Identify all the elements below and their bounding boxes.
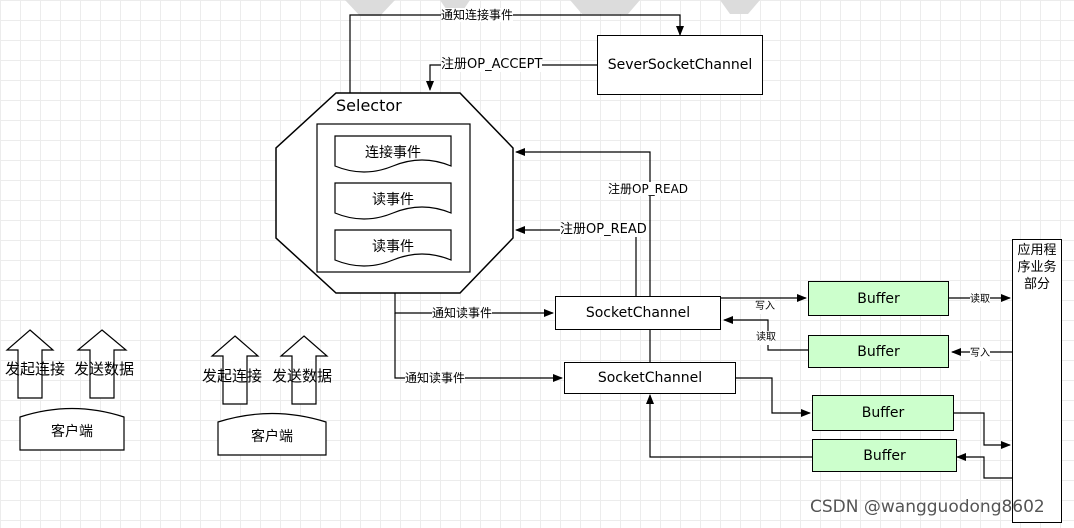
label-notify-read-2: 通知读事件 — [405, 371, 466, 385]
label-read-1: 读取 — [756, 331, 776, 345]
buffer-box-1: Buffer — [808, 281, 949, 316]
event-read-1: 读事件 — [372, 192, 414, 208]
buffer-box-2: Buffer — [808, 335, 949, 368]
client1-base — [19, 407, 125, 451]
buffer-box-3: Buffer — [812, 395, 954, 431]
register-read-line-1 — [515, 148, 651, 362]
client2-base — [217, 412, 327, 456]
client2-connect-label: 发起连接 — [202, 367, 263, 385]
sc2-to-buffer3-line — [736, 377, 811, 417]
buffer3-to-app-line — [954, 412, 1011, 449]
watermark: CSDN @wangguodong8602 — [810, 497, 1045, 517]
client1-connect-label: 发起连接 — [5, 360, 66, 378]
client1-connect-arrow — [5, 329, 55, 399]
label-register-read-1: 注册OP_READ — [608, 182, 689, 196]
label-register-accept: 注册OP_ACCEPT — [441, 57, 543, 72]
label-write-2: 写入 — [970, 347, 990, 361]
socket-channel-box-1: SocketChannel — [555, 296, 721, 330]
socket-channel-box-2: SocketChannel — [564, 362, 736, 394]
client1-name: 客户端 — [51, 424, 93, 440]
client1-send-arrow — [76, 329, 128, 399]
client2-send-label: 发送数据 — [272, 367, 333, 385]
client2-send-arrow — [279, 335, 329, 405]
register-read-line-2 — [515, 226, 637, 296]
event-connect: 连接事件 — [365, 145, 421, 161]
label-write-1: 写入 — [755, 300, 775, 314]
label-register-read-2: 注册OP_READ — [560, 222, 647, 237]
buffer-box-4: Buffer — [812, 439, 957, 472]
client2-connect-arrow — [210, 335, 260, 405]
label-notify-connect: 通知连接事件 — [441, 8, 514, 22]
notify-connect-line — [349, 14, 684, 93]
client2-name: 客户端 — [251, 429, 293, 445]
server-socket-channel-box: SeverSocketChannel — [597, 35, 763, 95]
label-notify-read-1: 通知读事件 — [432, 306, 493, 320]
app-to-buffer4-line — [956, 453, 1012, 479]
buffer4-to-sc2-line — [646, 394, 812, 458]
top-decoration — [345, 0, 760, 16]
client1-send-label: 发送数据 — [74, 360, 135, 378]
selector-title: Selector — [336, 96, 402, 115]
notify-read-line-2 — [394, 313, 563, 382]
application-business-box: 应用程序业务部分 — [1012, 239, 1062, 523]
label-read-2: 读取 — [970, 293, 990, 307]
event-read-2: 读事件 — [372, 239, 414, 255]
